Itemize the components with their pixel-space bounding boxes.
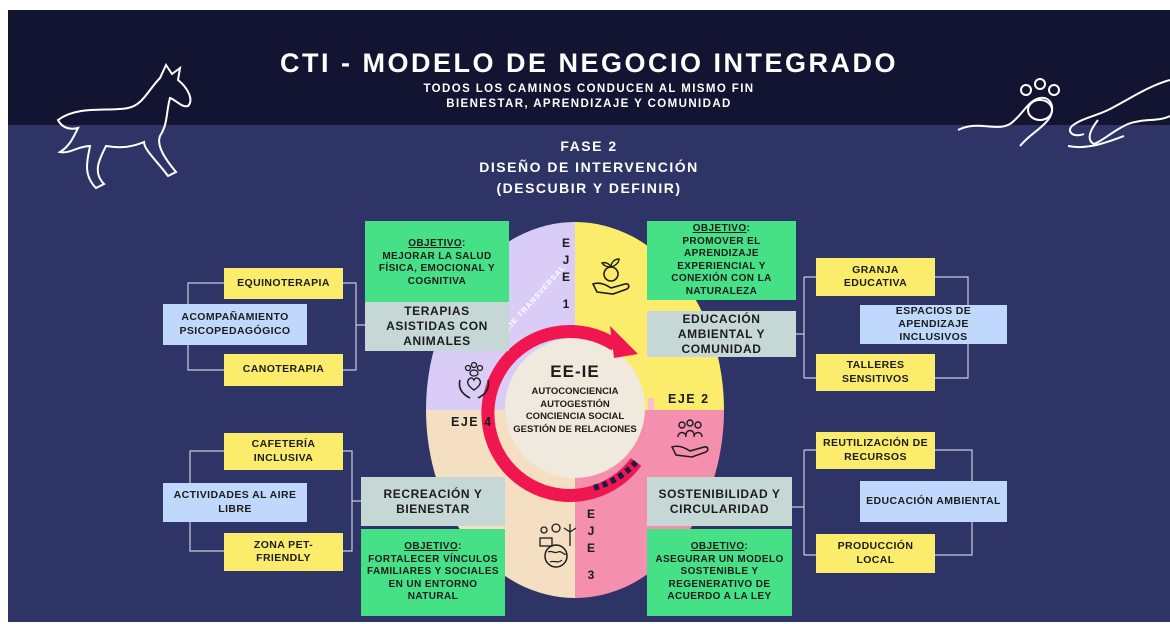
quad4-item-zona: ZONA PET-FRIENDLY (224, 533, 343, 571)
quad3-objective: OBJETIVO: ASEGURAR UN MODELO SOSTENIBLE … (647, 529, 792, 616)
hands-people-icon (670, 419, 709, 458)
objective-label: OBJETIVO (408, 238, 463, 249)
objective-text: FORTALECER VÍNCULOS FAMILIARES Y SOCIALE… (367, 553, 499, 603)
quad2-item-granja: GRANJA EDUCATIVA (816, 258, 935, 296)
quad3-item-educacion: EDUCACIÓN AMBIENTAL (860, 481, 1007, 522)
ring-arrow-head (610, 326, 638, 358)
quad2-axis-box: EDUCACIÓN AMBIENTAL Y COMUNIDAD (647, 311, 796, 357)
horse-line-art (56, 62, 192, 190)
objective-text: MEJORAR LA SALUD FÍSICA, EMOCIONAL Y COG… (378, 250, 496, 287)
axis-4-label: EJE 4 (451, 415, 493, 429)
quad4-item-cafeteria: CAFETERÍA INCLUSIVA (224, 433, 343, 470)
axis-2-label: EJE 2 (668, 392, 710, 406)
center-items: AUTOCONCIENCIA AUTOGESTIÓN CONCIENCIA SO… (505, 386, 645, 436)
quad3-axis-box: SOSTENIBILIDAD Y CIRCULARIDAD (647, 477, 792, 526)
quad4-objective: OBJETIVO: FORTALECER VÍNCULOS FAMILIARES… (361, 529, 505, 616)
phase-label: FASE 2 (560, 138, 618, 154)
axis-3-label: E J E 3 (586, 507, 595, 582)
center-item: AUTOCONCIENCIA (531, 386, 619, 397)
objective-label: OBJETIVO (690, 541, 745, 553)
center-item: CONCIENCIA SOCIAL (525, 411, 625, 422)
quad1-item-canoterapia: CANOTERAPIA (224, 354, 343, 386)
objective-label: OBJETIVO (692, 223, 747, 234)
center-item: AUTOGESTIÓN (540, 398, 610, 410)
subtitle-line-2: BIENESTAR, APRENDIZAJE Y COMUNIDAD (446, 98, 732, 110)
quad2-objective: OBJETIVO: PROMOVER EL APRENDIZAJE EXPERI… (647, 221, 796, 300)
quad2-item-espacios: ESPACIOS DE APENDIZAJE INCLUSIVOS (860, 305, 1007, 344)
center-disc (505, 338, 645, 478)
quad4-item-actividades: ACTIVIDADES AL AIRE LIBRE (163, 483, 307, 522)
objective-label: OBJETIVO (404, 541, 459, 553)
sustainability-icons (539, 523, 577, 568)
quad4-axis-box: RECREACIÓN Y BIENESTAR (361, 477, 505, 526)
quad1-item-equinoterapia: EQUINOTERAPIA (224, 268, 343, 299)
quad1-objective: OBJETIVO: MEJORAR LA SALUD FÍSICA, EMOCI… (365, 221, 509, 305)
hand-plant-icon (591, 258, 630, 295)
slide: CTI - MODELO DE NEGOCIO INTEGRADO TODOS … (8, 10, 1170, 622)
phase-subtitle: (DESCUBIR Y DEFINIR) (496, 180, 682, 196)
objective-text: ASEGURAR UN MODELO SOSTENIBLE Y REGENERA… (655, 553, 784, 603)
objective-text: PROMOVER EL APRENDIZAJE EXPERIENCIAL Y C… (671, 235, 772, 297)
quad3-item-reutilizacion: REUTILIZACIÓN DE RECURSOS (816, 432, 935, 469)
hand-paw-line-art (957, 78, 1170, 148)
quad1-axis-box: TERAPIAS ASISTIDAS CON ANIMALES (365, 302, 509, 351)
subtitle-line-1: TODOS LOS CAMINOS CONDUCEN AL MISMO FIN (423, 83, 755, 95)
main-title: CTI - MODELO DE NEGOCIO INTEGRADO (279, 48, 898, 78)
transversal-ring-dashed (592, 459, 639, 491)
axis-1-label: E J E 1 (561, 236, 570, 311)
header-band (8, 10, 1170, 125)
quad2-item-talleres: TALLERES SENSITIVOS (816, 354, 935, 391)
phase-title: DISEÑO DE INTERVENCIÓN (479, 159, 699, 175)
transversal-ring (481, 325, 642, 502)
quad1-item-acompanamiento: ACOMPAÑAMIENTO PSICOPEDAGÓGICO (163, 304, 307, 345)
hands-paw-heart-icon (458, 361, 490, 399)
center-title: EE-IE (550, 362, 600, 381)
center-item: GESTIÓN DE RELACIONES (513, 423, 637, 435)
quad3-item-produccion: PRODUCCIÓN LOCAL (816, 534, 935, 573)
